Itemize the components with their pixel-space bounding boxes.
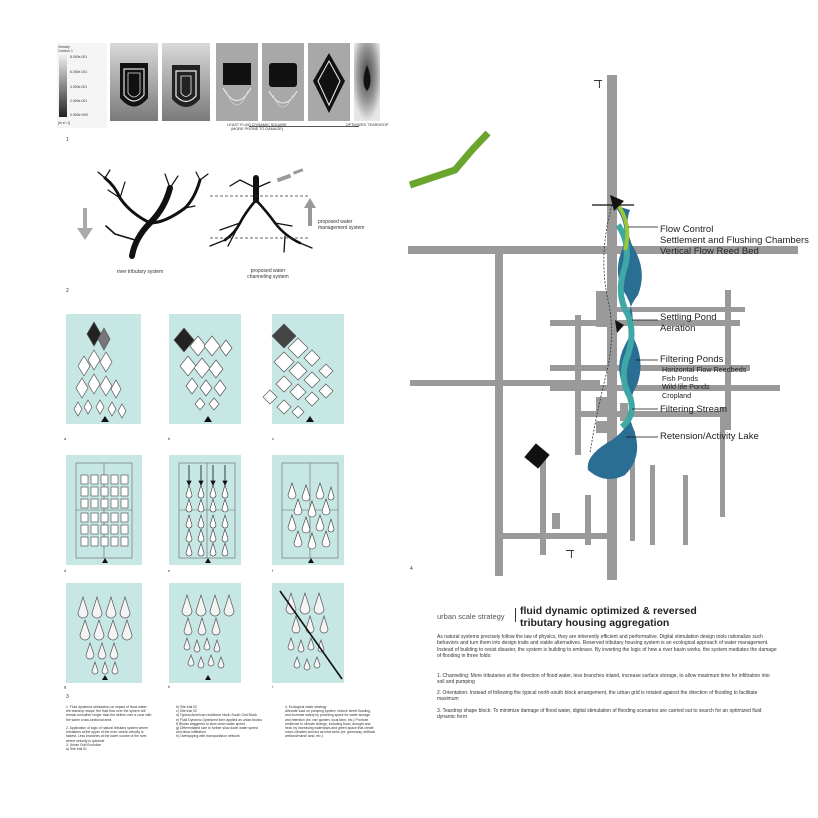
legend-gradient [59,55,67,117]
panel-letter: h [168,684,171,689]
panel-marker-icons [102,675,211,680]
river-channel [587,205,642,479]
plan-label: Flow Control [660,224,714,235]
river-teal [615,223,635,430]
notes-col-3: 4. Ecological water strategy Alleviate l… [285,705,376,739]
dashed-guidelines [210,195,310,239]
figure-number: 2 [66,288,69,294]
heading-title-line1: fluid dynamic optimized & reversed [520,605,697,617]
cfd-simulation-strip: Velocity Contour 1 8.000e-001 6.000e-001… [57,43,388,133]
flow-control-icon [610,195,624,211]
sim-arrow-line [249,126,359,127]
notes-col-1: 1. Fluid dynamics stimulation on impact … [66,705,152,752]
body-paragraph: 2. Orientation: Instead of following the… [437,690,758,703]
block-grids-advanced [77,590,343,680]
legend-value: 8.000e-001 [70,55,88,59]
panel-letter: e [168,568,171,573]
legend-value: 2.000e-001 [70,99,88,103]
panel-letter: b [168,436,171,441]
sim-tile-5 [308,43,350,121]
block-grids [75,462,339,563]
sim-tile-6 [354,43,380,121]
body-paragraph: 1. Channeling: More tributaries at the d… [437,673,770,686]
plan-label: Fish Ponds [662,373,698,383]
sim-left-caption: LEAST FLUID DYNAMIC SQUARE (MORE PRONE T… [227,123,287,131]
green-road [408,130,491,189]
figure-number: 4 [410,566,413,572]
main-road [607,75,617,580]
sim-tile-1 [110,43,158,121]
tree-mgmt-label: proposed water management system [318,219,365,231]
panel-letter: i [272,684,273,689]
tributary-diagrams [77,168,316,259]
site-plan-map [408,75,798,580]
plan-label: Wild life Ponds [662,382,710,391]
north-marker-bottom: I [570,550,573,561]
panel-letter: c [272,436,274,441]
diamond-patterns [73,321,334,422]
black-square-marker [524,443,550,469]
tree-left-caption: river tributary system [116,269,164,275]
river-tributary-tree [97,169,209,259]
sim-tile-2 [162,43,210,121]
plan-label: Horizontal Flow Reedbeds [662,365,747,374]
body-paragraph: As natural systems precisely follow the … [437,634,777,659]
simulation-tiles [110,43,380,121]
down-arrow-icon [77,208,93,240]
sim-right-caption: OPTIMIZED TEARDROP [345,123,389,127]
road-h1 [408,246,798,254]
heading-kicker: urban scale strategy [437,612,505,621]
plan-label: Settlement and Flushing Chambers [660,235,809,246]
river-green-bank [616,203,630,251]
panel-letter: d [64,568,67,573]
diagonal-road [279,590,343,680]
panel-marker-icons [102,558,314,563]
notes-col-2: b) Site trial 02 c) Site trial 03 d) Typ… [176,705,262,739]
legend-title: Velocity Contour 1 [58,45,73,54]
body-paragraph: 3. Teardrop shape block: To minimize dam… [437,708,762,721]
panel-letter: g [64,684,67,689]
river-dashed-edge [589,204,613,454]
plan-label: Retension/Activity Lake [660,431,759,442]
proposed-channel-tree [209,175,313,253]
legend-value: 4.000e-001 [70,85,88,89]
plan-label: Settling Pond [660,312,717,323]
panel-letter: f [272,568,274,573]
north-tick-bottom [566,550,574,551]
legend-value: 6.000e-001 [70,70,88,74]
legend-unit: [m s^-1] [58,121,70,125]
figure-number: 3 [66,694,69,700]
panel-letter: a [64,436,67,441]
heading-title-line2: tributary housing aggregation [520,617,670,629]
flow-arrows-icon [186,465,228,486]
plan-label: Cropland [662,390,692,400]
plan-label: Filtering Stream [660,404,728,415]
grey-arrows-icon [276,168,316,226]
figure-number: 1 [66,137,69,143]
tree-right-caption: proposed water channeling system [247,268,289,280]
heading-divider [515,608,516,622]
plan-label: Vertical Flow Reed Bed [660,246,759,257]
sim-tile-3 [216,43,258,121]
panel-marker-icons [101,416,314,422]
plan-label: Aeration [660,323,696,334]
north-marker-top: I [598,80,601,91]
settling-marker-icon [615,320,624,333]
legend-value: 0.000e+000 [70,113,89,117]
sim-tile-4 [262,43,304,121]
velocity-legend: Velocity Contour 1 8.000e-001 6.000e-001… [57,43,107,128]
north-tick-top [594,80,602,81]
plan-label: Filtering Ponds [660,354,724,365]
